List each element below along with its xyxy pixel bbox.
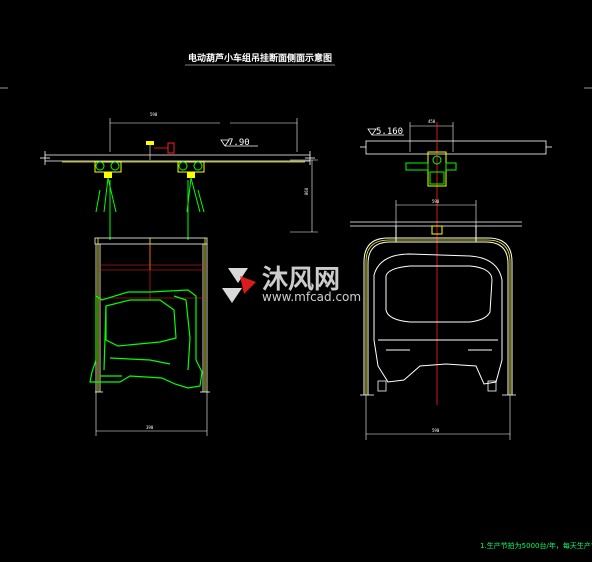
right-elevation-marker [367,128,404,136]
right-dim-mid: 590 [432,199,440,204]
watermark: 沐风网 www.mfcad.com [222,265,361,304]
right-dim-top: 450 [428,119,436,124]
left-carrier-guides [97,238,206,392]
right-carrier-guides [365,239,511,395]
left-carrier-red-lines [100,244,205,300]
note-line: 1.生产节拍为5000台/年，每天生产节拍25 [480,541,592,550]
left-dim-bottom: 390 [146,425,154,430]
left-elevation: 7.90 [228,138,250,148]
left-trolley-a [94,161,122,178]
watermark-en: www.mfcad.com [262,290,361,304]
left-dim-top: 590 [150,112,158,117]
watermark-logo-icon [222,268,256,303]
drawing-title: 电动葫芦小车组吊挂断面侧面示意图 [188,52,332,64]
left-cab-body [89,289,203,389]
right-carrier-feet [360,380,516,396]
right-dim-bottom: 590 [432,428,440,433]
left-view: 590 7.90 [40,112,318,436]
right-carrier-frame [363,226,513,395]
left-right-dimension [290,159,318,233]
left-dim-right: 860 [304,187,309,195]
right-spreader-bar [350,221,522,227]
right-mid-dimension [395,200,477,232]
left-hook-detail [146,141,175,160]
right-elevation: 5.160 [376,127,403,137]
right-cross-beam [360,140,552,155]
right-cab-body [373,253,503,385]
left-hangers [95,177,205,240]
right-bottom-dimension [365,395,511,440]
right-view: 450 5.160 590 [350,119,552,440]
right-hook-block [431,225,443,235]
left-carrier-frame [94,237,210,393]
left-track-beam [40,151,315,165]
right-top-dimension [409,122,454,152]
watermark-cn: 沐风网 [262,265,340,295]
left-bottom-dimension [95,392,208,436]
left-elevation-marker [220,139,258,147]
left-top-dimension [109,118,298,152]
left-trolley-b [177,161,205,178]
right-trolley [405,151,457,187]
